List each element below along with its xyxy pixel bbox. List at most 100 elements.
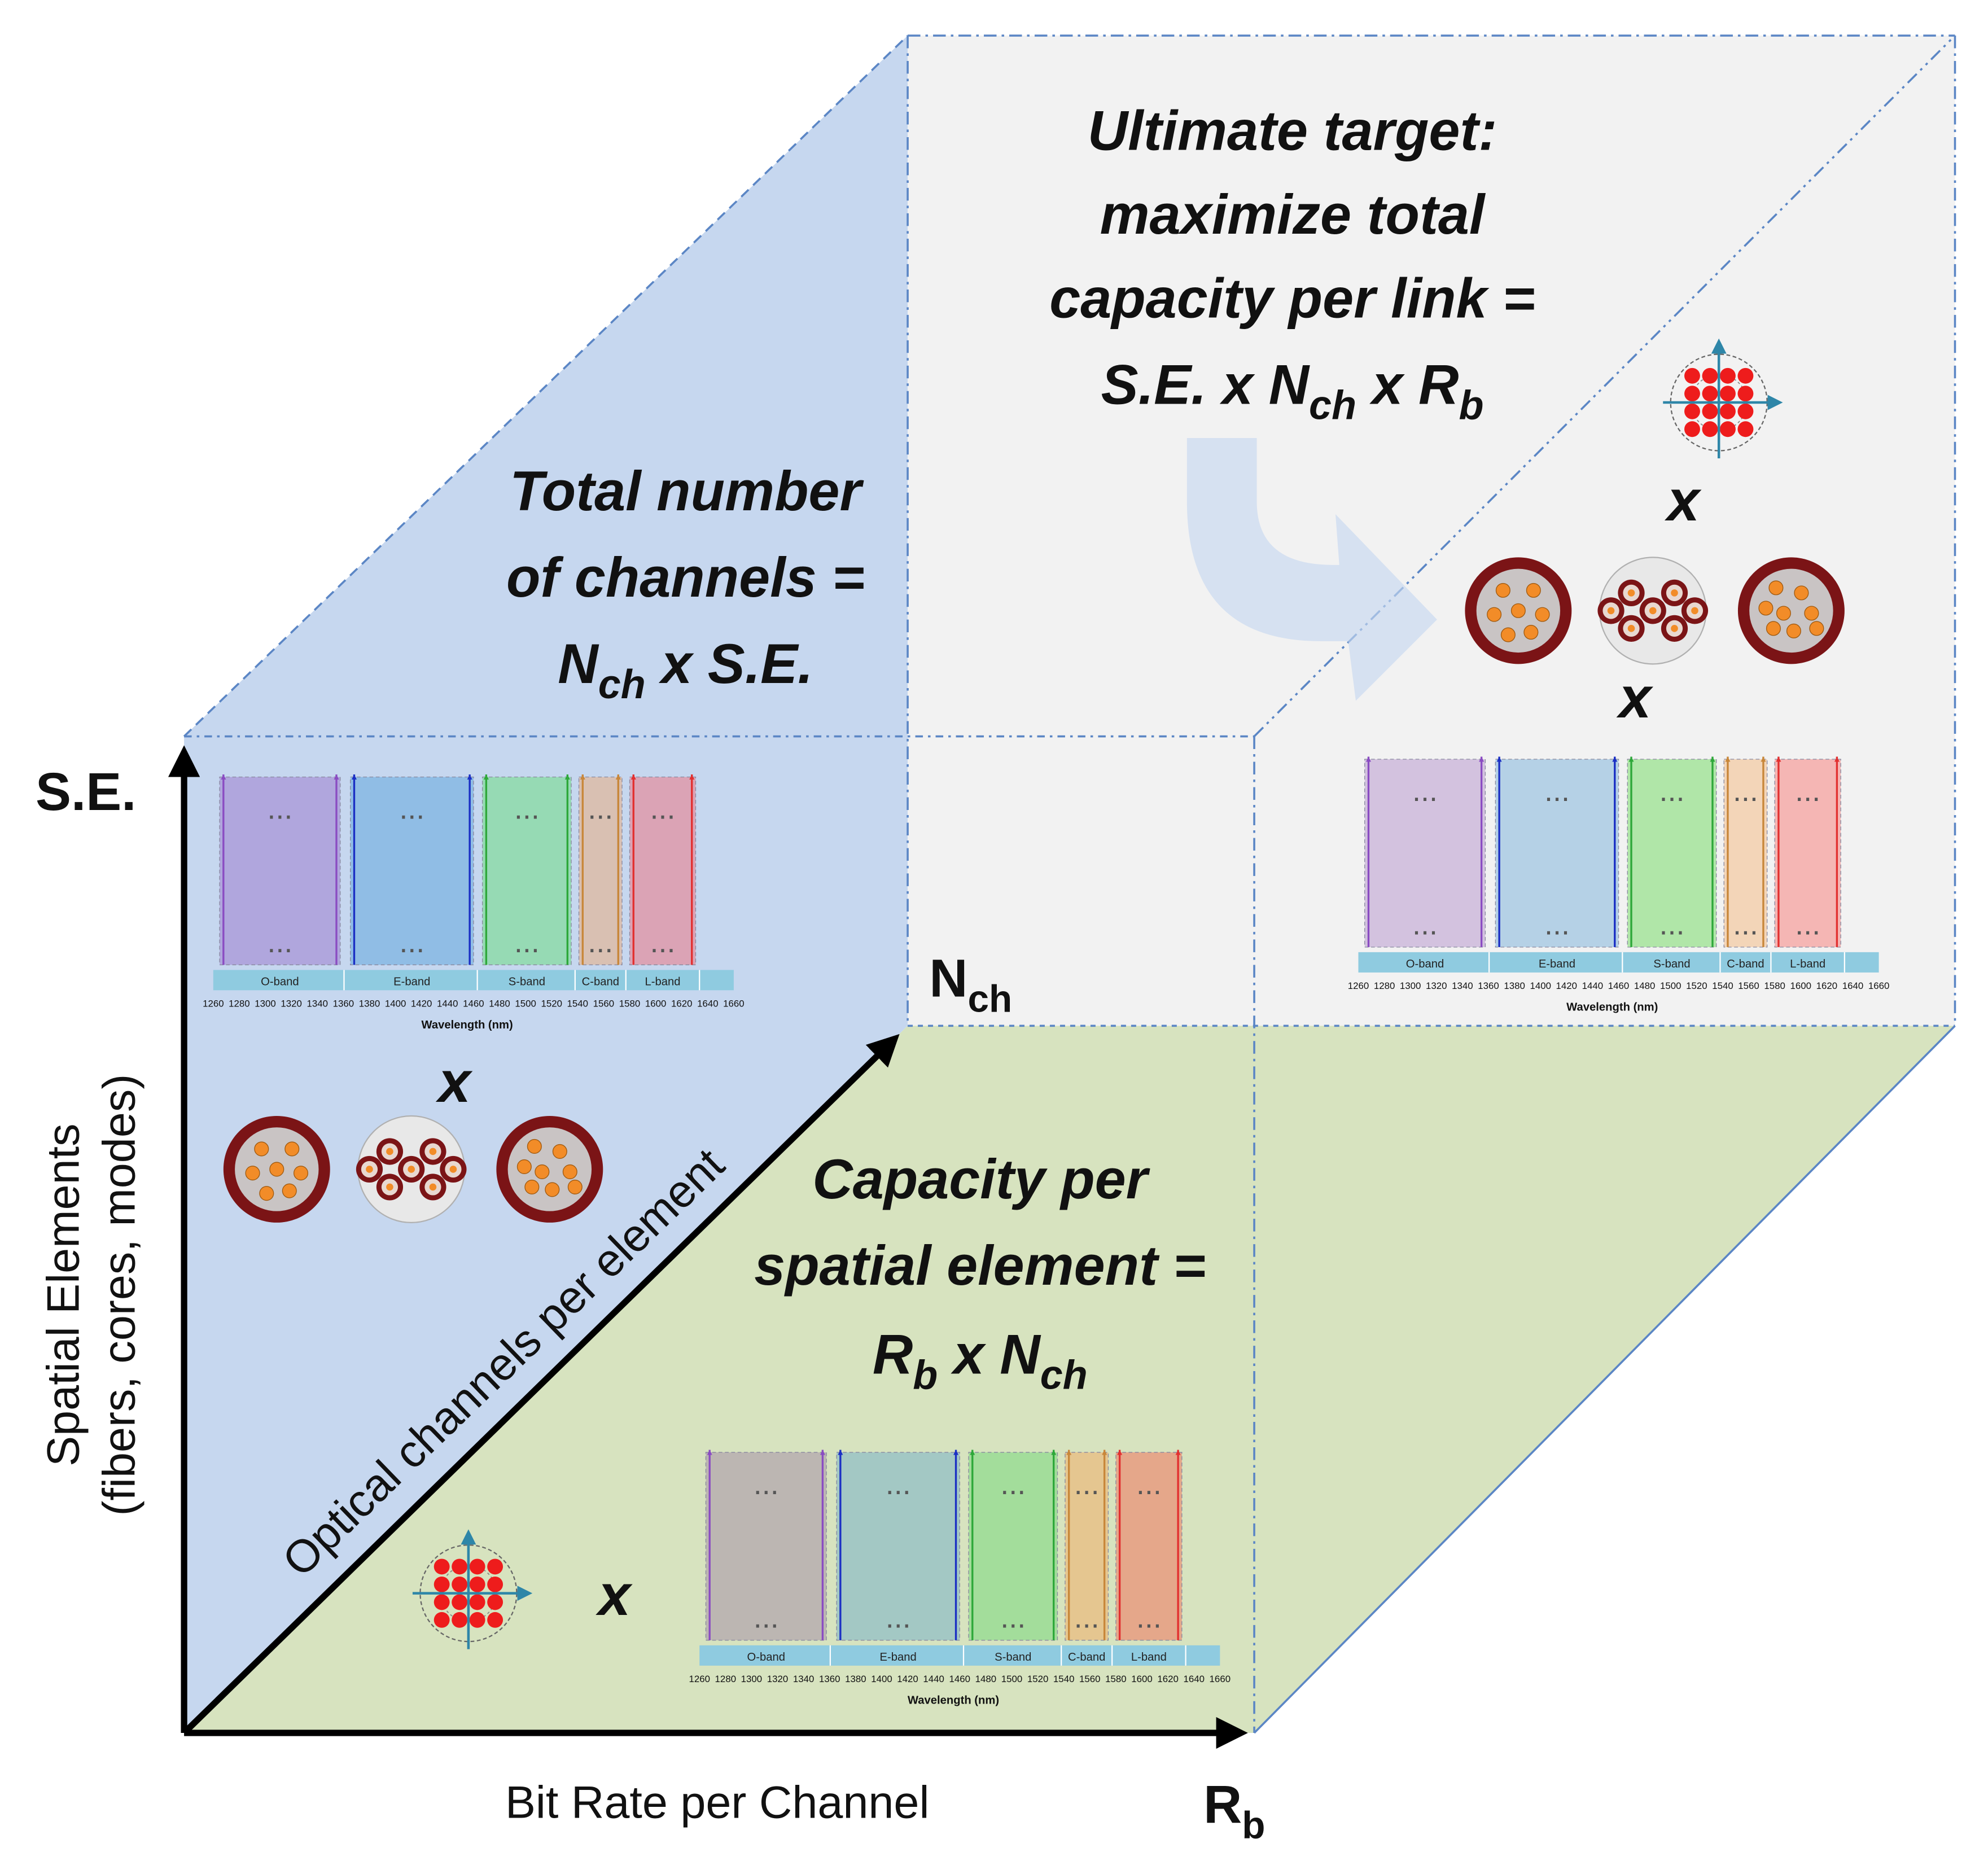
wavelength-tick: 1600 (1790, 980, 1812, 991)
band-arrowhead (1051, 1450, 1057, 1455)
band-fill (705, 1452, 827, 1641)
se-axis-title: Spatial Elements (fibers, cores, modes) (38, 1074, 144, 1516)
band-arrowhead (1761, 756, 1766, 762)
band-ellipsis: ... (1136, 1600, 1162, 1634)
fiber-core (1535, 607, 1550, 622)
wavelength-tick: 1620 (671, 999, 693, 1009)
qam-point (452, 1576, 468, 1592)
fiber-core (1786, 623, 1801, 638)
band-ellipsis: ... (1074, 1467, 1100, 1501)
band-arrowhead (1725, 756, 1731, 762)
left-face-equation: Total number of channels = Nch x S.E. (506, 459, 865, 707)
wavelength-tick: 1420 (897, 1674, 918, 1684)
band-label: L-band (645, 975, 680, 988)
fiber-core (527, 1139, 542, 1154)
wavelength-tick: 1440 (923, 1674, 944, 1684)
wavelength-tick: 1280 (1374, 980, 1395, 991)
band-arrowhead (1628, 756, 1634, 762)
band-ellipsis: ... (267, 792, 292, 826)
band-arrowhead (1496, 756, 1502, 762)
fiber-core (567, 1179, 583, 1194)
svg-text:Rb x Nch: Rb x Nch (873, 1323, 1088, 1398)
band-arrowhead (1365, 756, 1371, 762)
band-ellipsis: ... (399, 925, 424, 959)
wavelength-tick: 1280 (715, 1674, 737, 1684)
wavelength-tick: 1260 (1348, 980, 1369, 991)
band-arrowhead (334, 774, 339, 780)
fiber-core (293, 1166, 309, 1181)
svg-text:(fibers, cores, modes): (fibers, cores, modes) (94, 1074, 144, 1516)
wavelength-tick: 1580 (619, 999, 641, 1009)
wavelength-tick: 1520 (541, 999, 562, 1009)
wavelength-tick: 1260 (203, 999, 224, 1009)
band-label: C-band (1727, 958, 1764, 970)
band-fill (1495, 759, 1619, 948)
fiber-core (284, 1141, 300, 1157)
band-label: O-band (1406, 958, 1444, 970)
bundle-fiber-core (386, 1183, 393, 1191)
fiber-core (1776, 606, 1791, 621)
band-arrowhead (1066, 1450, 1072, 1455)
times-symbol-top-1: x (1664, 467, 1702, 533)
band-ellipsis: ... (1795, 907, 1820, 941)
fiber-core (1809, 621, 1824, 636)
band-fill (578, 776, 623, 966)
qam-point (433, 1594, 450, 1610)
qam-point (1702, 421, 1718, 437)
fiber-core (282, 1183, 297, 1198)
qam-point (1737, 421, 1754, 437)
band-ellipsis: ... (267, 925, 292, 959)
wavelength-tick: 1320 (767, 1674, 789, 1684)
fiber-core (254, 1141, 269, 1157)
wavelength-tick: 1660 (1210, 1674, 1231, 1684)
qam-point (452, 1612, 468, 1628)
wavelength-axis-label: Wavelength (nm) (422, 1019, 513, 1031)
bundle-fiber-core (366, 1166, 373, 1173)
wavelength-tick: 1540 (1053, 1674, 1075, 1684)
band-arrowhead (467, 774, 472, 780)
wavelength-tick: 1600 (645, 999, 667, 1009)
wavelength-tick: 1300 (1400, 980, 1421, 991)
wavelength-tick: 1440 (1582, 980, 1604, 991)
qam-point (452, 1594, 468, 1610)
se-axis-symbol: S.E. (36, 762, 136, 822)
band-arrowhead (1479, 756, 1485, 762)
top-face-equation: Ultimate target: maximize total capacity… (1049, 99, 1535, 428)
band-fill (350, 776, 474, 966)
fiber-core (1804, 606, 1819, 621)
band-ellipsis: ... (399, 792, 424, 826)
qam-point (1737, 403, 1754, 419)
band-fill (1627, 759, 1717, 948)
qam-point (1684, 367, 1700, 384)
fiber-core (1523, 625, 1539, 640)
wavelength-tick: 1380 (359, 999, 380, 1009)
fiber-core (524, 1179, 540, 1194)
band-arrowhead (221, 774, 226, 780)
band-arrowhead (707, 1450, 712, 1455)
wavelength-tick: 1660 (1868, 980, 1890, 991)
band-arrowhead (630, 774, 636, 780)
bundle-fiber-core (1671, 589, 1678, 597)
svg-text:Total number: Total number (510, 459, 864, 522)
wavelength-axis-label: Wavelength (nm) (1566, 1001, 1658, 1013)
band-fill (629, 776, 697, 966)
wavelength-tick: 1400 (1530, 980, 1551, 991)
band-ellipsis: ... (650, 925, 676, 959)
qam-point (1702, 386, 1718, 402)
fiber-core (562, 1164, 577, 1179)
qam-point (1720, 421, 1736, 437)
band-fill (1723, 759, 1768, 948)
band-fill (1065, 1452, 1109, 1641)
band-arrowhead (1776, 756, 1781, 762)
band-ellipsis: ... (514, 925, 540, 959)
band-arrowhead (1175, 1450, 1181, 1455)
wavelength-tick: 1460 (949, 1674, 971, 1684)
qam-point (1684, 386, 1700, 402)
band-ellipsis: ... (886, 1467, 911, 1501)
band-label: C-band (582, 975, 619, 988)
fiber-icons-left (223, 1115, 603, 1224)
wavelength-tick: 1360 (1478, 980, 1499, 991)
wavelength-tick: 1340 (307, 999, 329, 1009)
